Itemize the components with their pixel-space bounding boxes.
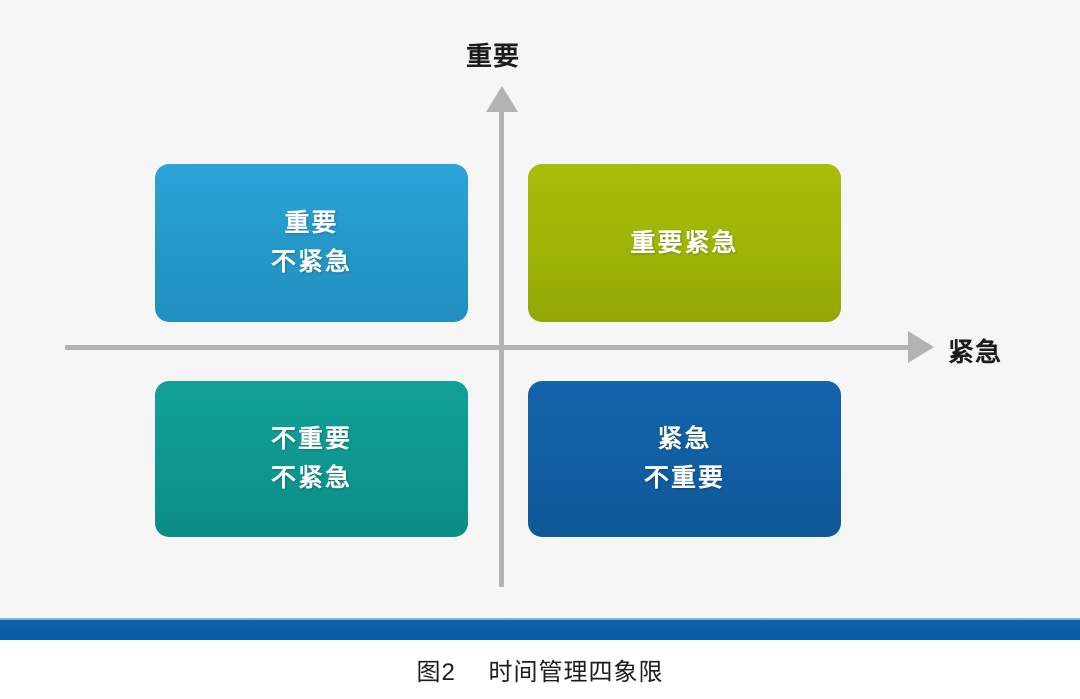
quadrant-important-urgent[interactable]: 重要紧急 xyxy=(528,164,850,322)
quadrant-urgent-not-important[interactable]: 紧急 不重要 xyxy=(528,381,850,537)
quadrant-not-important-not-urgent[interactable]: 不重要 不紧急 xyxy=(155,381,477,537)
vertical-axis-line xyxy=(499,100,504,587)
caption-area: 图2 时间管理四象限 xyxy=(0,640,1080,699)
diagram-canvas: 重要 紧急 重要 不紧急 重要紧急 不重要 不紧急 紧急 不重要 xyxy=(65,41,1003,587)
quadrant-label-line: 不紧急 xyxy=(270,248,352,276)
vertical-axis-label: 重要 xyxy=(466,41,521,71)
arrow-up-icon xyxy=(486,86,518,112)
quadrant-label-line: 不紧急 xyxy=(270,464,352,492)
horizontal-axis-label: 紧急 xyxy=(948,337,1003,367)
quadrant-label-line: 紧急 xyxy=(657,425,712,454)
horizontal-axis-line xyxy=(65,345,915,350)
accent-divider-bar xyxy=(0,618,1080,642)
quadrant-label-line: 重要 xyxy=(284,209,339,238)
figure-caption: 图2 时间管理四象限 xyxy=(416,659,664,686)
quadrant-label-line: 不重要 xyxy=(270,425,352,454)
quadrant-important-not-urgent[interactable]: 重要 不紧急 xyxy=(155,164,477,322)
quadrant-label-line: 不重要 xyxy=(643,464,725,492)
quadrant-label-line: 重要紧急 xyxy=(630,228,739,257)
arrow-right-icon xyxy=(908,331,934,363)
